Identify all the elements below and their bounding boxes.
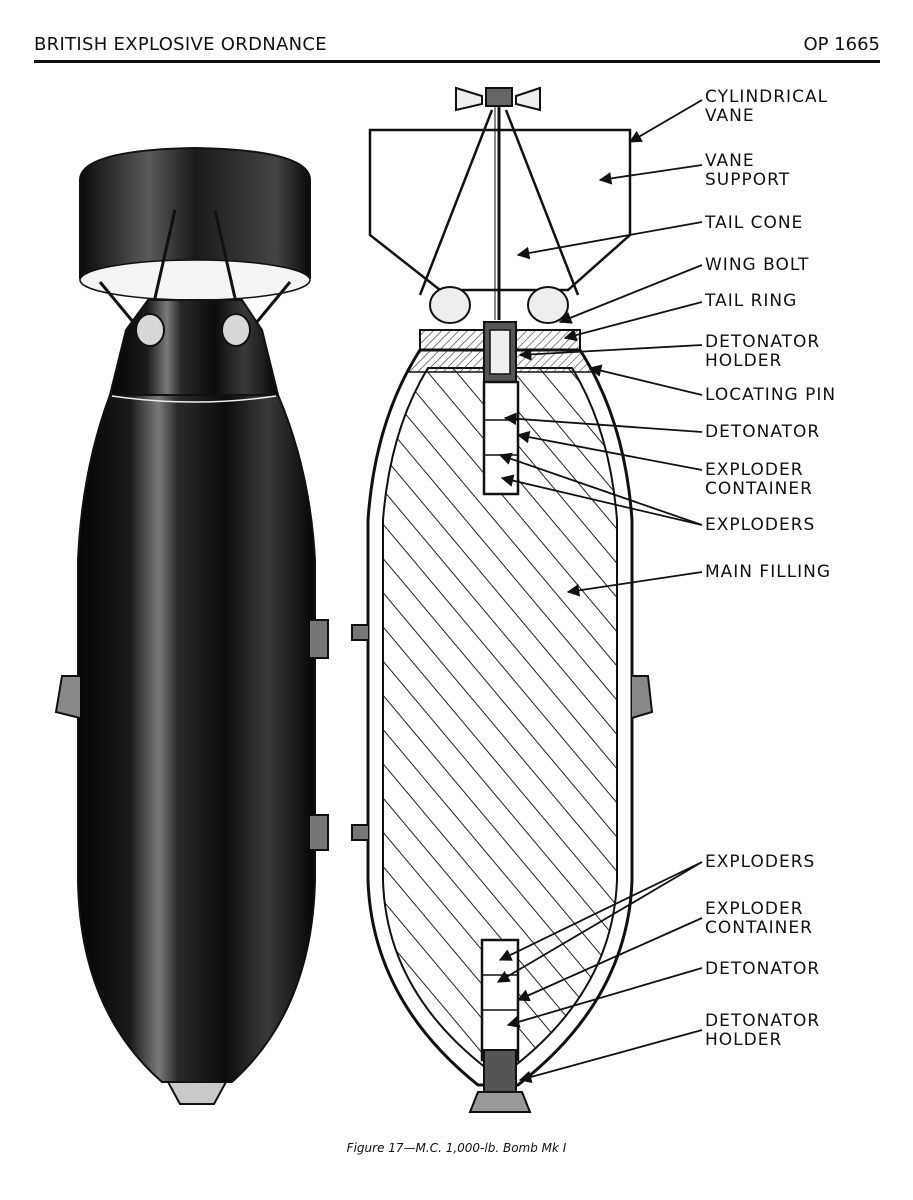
label-detonator-holder-bottom: DETONATOR HOLDER [705,1012,820,1050]
label-wing-bolt: WING BOLT [705,255,810,275]
label-vane-support: VANE SUPPORT [705,152,790,190]
label-exploder-container-bottom-line2: CONTAINER [705,918,813,938]
figure-caption: Figure 17—M.C. 1,000-lb. Bomb Mk I [346,1141,567,1155]
label-exploder-container-top-line2: CONTAINER [705,479,813,499]
label-detonator-bottom: DETONATOR [705,959,821,979]
label-main-filling: MAIN FILLING [705,562,832,582]
section-detonator-holder-bottom [483,1049,517,1093]
header-title: BRITISH EXPLOSIVE ORDNANCE [34,34,327,55]
label-exploders-bottom: EXPLODERS [705,852,816,872]
leader-lines [496,99,703,1084]
label-cylindrical-vane: CYLINDRICAL VANE [705,88,828,126]
bomb-exterior [54,146,329,1105]
label-exploder-container-top-line1: EXPLODER [705,460,804,480]
label-detonator-holder-top: DETONATOR HOLDER [705,333,820,371]
label-cylindrical-vane-line1: CYLINDRICAL [705,87,829,107]
label-cylindrical-vane-line2: VANE [705,106,755,126]
label-tail-cone: TAIL CONE [705,213,804,233]
bomb-section [351,86,654,1113]
section-exploder-container-top [482,380,520,496]
header-page-ref: OP 1665 [803,34,880,55]
page-header: BRITISH EXPLOSIVE ORDNANCE OP 1665 [34,30,880,63]
label-detonator-top: DETONATOR [705,422,821,442]
label-detonator-holder-top-line2: HOLDER [705,351,783,371]
label-vane-support-line2: SUPPORT [705,170,791,190]
label-locating-pin: LOCATING PIN [705,385,837,405]
label-detonator-holder-bottom-line1: DETONATOR [705,1011,821,1031]
exterior-tail-cone [108,299,280,396]
label-exploder-container-bottom: EXPLODER CONTAINER [705,900,813,938]
label-exploders-top: EXPLODERS [705,515,816,535]
label-exploder-container-top: EXPLODER CONTAINER [705,461,813,499]
label-vane-support-line1: VANE [705,151,755,171]
section-exploder-container-bottom [480,938,520,1062]
label-tail-ring: TAIL RING [705,291,798,311]
exterior-bomb-body [77,394,316,1083]
label-detonator-holder-top-line1: DETONATOR [705,332,821,352]
label-exploder-container-bottom-line1: EXPLODER [705,899,804,919]
label-detonator-holder-bottom-line2: HOLDER [705,1030,783,1050]
